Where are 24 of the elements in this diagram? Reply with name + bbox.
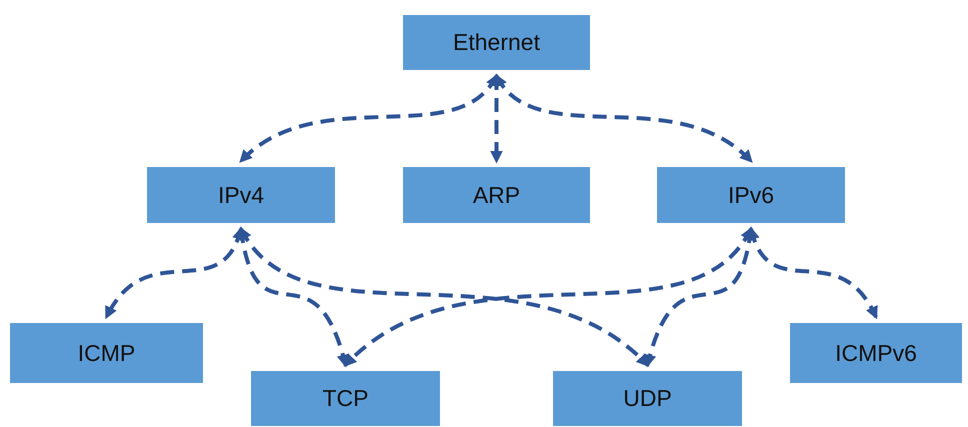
process-box	[790, 323, 962, 383]
dashed-arrow	[104, 226, 244, 320]
box-label: ARP	[472, 182, 520, 208]
box-label: IPv4	[218, 182, 264, 208]
box-label: Ethernet	[453, 29, 540, 56]
process-box	[10, 323, 203, 383]
box-label: IPv6	[728, 182, 774, 208]
process-box	[403, 167, 590, 223]
process-box	[251, 371, 440, 426]
dashed-arrow	[239, 74, 498, 163]
process-box	[657, 167, 845, 223]
dashed-arrow	[236, 226, 349, 368]
process-box	[147, 167, 335, 223]
dashed-arrow	[239, 226, 650, 367]
box-label: UDP	[623, 385, 672, 412]
dashed-arrow	[490, 73, 503, 164]
process-box	[403, 15, 590, 70]
box-label: TCP	[322, 385, 368, 412]
dashed-arrow	[494, 74, 753, 163]
dashed-arrow	[344, 226, 753, 367]
box-label: ICMPv6	[835, 340, 917, 366]
dashed-arrow	[748, 226, 878, 320]
box-label: ICMP	[78, 340, 136, 366]
process-box	[553, 371, 742, 426]
